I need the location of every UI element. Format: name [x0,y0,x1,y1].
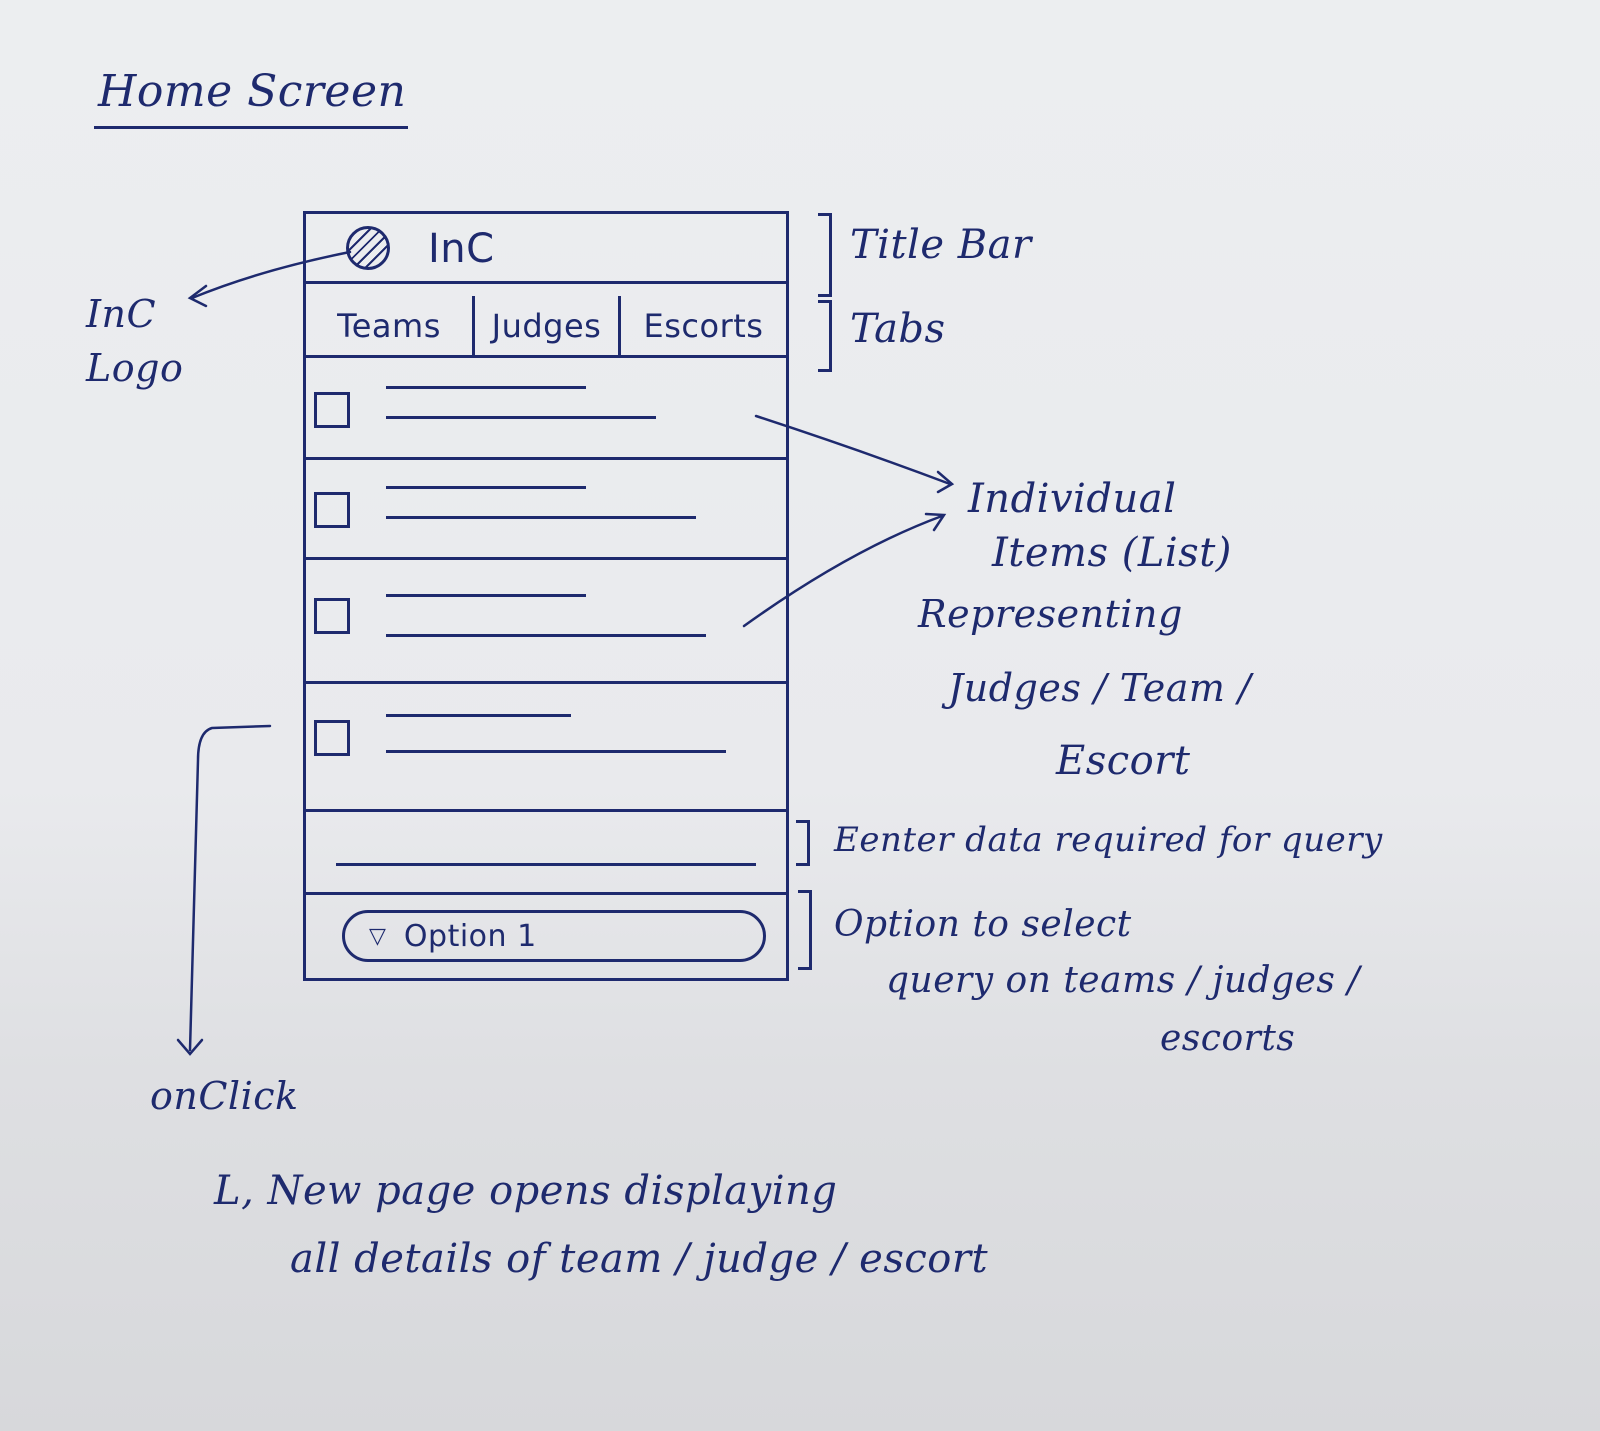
item-checkbox[interactable] [314,598,350,634]
title-bar: InC [306,214,786,284]
annotation-onclick: onClick [150,1074,299,1118]
tab-teams[interactable]: Teams [337,306,441,345]
annotation-list-line2: Items (List) [992,530,1232,576]
inc-logo-icon [346,226,390,270]
phone-wireframe: InC Teams Judges Escorts ▽ [303,211,789,981]
item-subtitle-line [386,750,726,753]
query-dropdown[interactable]: ▽ Option 1 [342,910,766,962]
page-title: Home Screen [98,66,407,117]
annotation-onclick-line2: all details of team / judge / escort [290,1236,989,1282]
item-checkbox[interactable] [314,392,350,428]
title-bar-bracket [818,213,832,297]
item-subtitle-line [386,634,706,637]
annotation-list-line4: Judges / Team / [948,666,1252,710]
item-checkbox[interactable] [314,492,350,528]
item-subtitle-line [386,416,656,419]
tabs-bracket [818,300,832,372]
annotation-list-line5: Escort [1056,738,1191,784]
annotation-option-line1: Option to select [834,904,1132,945]
annotation-logo-line2: Logo [86,346,184,390]
annotation-option-line2: query on teams / judges / [886,960,1360,1001]
app-title: InC [428,226,495,272]
annotation-onclick-line1: L, New page opens displaying [214,1168,838,1214]
annotation-title-bar: Title Bar [850,222,1032,268]
item-title-line [386,594,586,597]
list-item[interactable] [306,684,786,812]
annotation-list-line3: Representing [918,592,1183,636]
list-item[interactable] [306,360,786,460]
option-bracket [798,890,812,970]
tab-judges[interactable]: Judges [472,296,618,355]
annotation-list-line1: Individual [968,476,1177,522]
query-bracket [796,820,810,866]
annotation-query: Eenter data required for query [834,820,1383,860]
item-title-line [386,386,586,389]
item-list [306,360,786,812]
tab-escorts[interactable]: Escorts [618,296,786,355]
tab-bar: Teams Judges Escorts [306,296,786,358]
list-item[interactable] [306,560,786,684]
annotation-tabs: Tabs [850,306,946,352]
item-checkbox[interactable] [314,720,350,756]
query-input[interactable] [336,863,756,866]
title-underline [94,126,408,129]
annotation-option-line3: escorts [1160,1018,1296,1059]
item-title-line [386,714,571,717]
dropdown-arrow-icon: ▽ [369,923,386,949]
item-subtitle-line [386,516,696,519]
item-title-line [386,486,586,489]
dropdown-value: Option 1 [403,918,537,954]
annotation-logo-line1: InC [86,292,157,336]
query-input-row [306,815,786,895]
list-item[interactable] [306,460,786,560]
